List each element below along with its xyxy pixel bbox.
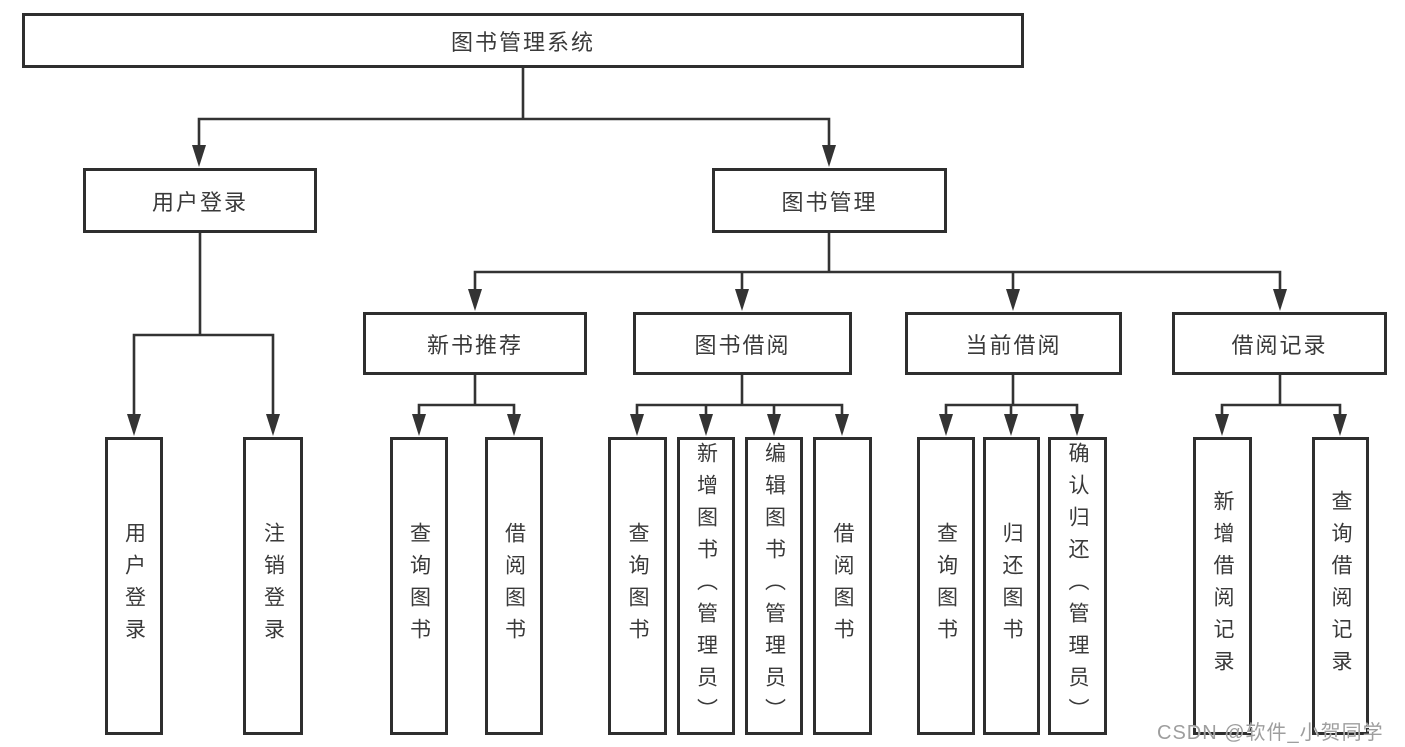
connector-book-mgmt (468, 233, 1287, 311)
arrowhead (699, 414, 713, 436)
leaf-current-confirm-return: 确认归还（管理员） (1048, 437, 1107, 735)
connector-records (1215, 375, 1347, 436)
arrowhead (127, 414, 141, 436)
node-label: 图书管理 (781, 189, 878, 215)
leaf-borrow-edit-books: 编辑图书（管理员） (745, 437, 803, 735)
node-label: 新书推荐 (426, 332, 523, 358)
connector-borrow (630, 375, 849, 436)
connector-current (939, 375, 1084, 436)
arrowhead (630, 414, 644, 436)
node-label: 用户登录 (122, 522, 146, 650)
node-label: 借阅图书 (502, 522, 526, 650)
node-label: 查询图书 (626, 522, 649, 650)
node-book-borrow: 图书借阅 (633, 312, 852, 375)
arrowhead (767, 414, 781, 436)
leaf-recommend-query-books: 查询图书 (390, 437, 448, 735)
node-label: 编辑图书（管理员） (762, 442, 786, 730)
leaf-logout: 注销登录 (243, 437, 303, 735)
leaf-borrow-add-books: 新增图书（管理员） (677, 437, 735, 735)
leaf-records-query-record: 查询借阅记录 (1312, 437, 1369, 735)
node-label: 新增图书（管理员） (694, 442, 718, 730)
arrowhead (412, 414, 426, 436)
leaf-recommend-borrow-books: 借阅图书 (485, 437, 543, 735)
arrowhead (468, 289, 482, 311)
connector-user-login (127, 233, 280, 436)
arrowhead (1215, 414, 1229, 436)
leaf-borrow-borrow-books: 借阅图书 (813, 437, 872, 735)
arrowhead (835, 414, 849, 436)
node-label: 借阅图书 (831, 522, 854, 650)
node-borrow-records: 借阅记录 (1172, 312, 1387, 375)
node-label: 查询图书 (407, 522, 431, 650)
arrowhead (822, 145, 836, 167)
node-label: 查询图书 (934, 522, 958, 650)
leaf-records-add-record: 新增借阅记录 (1193, 437, 1252, 735)
node-label: 查询借阅记录 (1329, 490, 1352, 682)
arrowhead (507, 414, 521, 436)
arrowhead (735, 289, 749, 311)
node-label: 注销登录 (261, 522, 285, 650)
arrowhead (1273, 289, 1287, 311)
node-root: 图书管理系统 (22, 13, 1024, 68)
node-label: 确认归还（管理员） (1066, 442, 1089, 730)
arrowhead (939, 414, 953, 436)
node-label: 用户登录 (151, 189, 248, 215)
arrowhead (266, 414, 280, 436)
leaf-current-query-books: 查询图书 (917, 437, 975, 735)
node-label: 借阅记录 (1231, 332, 1328, 358)
arrowhead (1070, 414, 1084, 436)
leaf-borrow-query-books: 查询图书 (608, 437, 667, 735)
node-user-login: 用户登录 (83, 168, 317, 233)
arrowhead (1333, 414, 1347, 436)
arrowhead (1004, 414, 1018, 436)
node-label: 图书借阅 (694, 332, 791, 358)
node-book-mgmt: 图书管理 (712, 168, 947, 233)
node-label: 新增借阅记录 (1211, 490, 1234, 682)
arrowhead (1006, 289, 1020, 311)
connector-recommend (412, 375, 521, 436)
arrowhead (192, 145, 206, 167)
node-label: 归还图书 (1000, 522, 1023, 650)
connector-root (192, 68, 836, 167)
node-label: 当前借阅 (965, 332, 1062, 358)
node-current-borrow: 当前借阅 (905, 312, 1122, 375)
leaf-current-return-books: 归还图书 (983, 437, 1040, 735)
node-label: 图书管理系统 (450, 29, 595, 55)
leaf-user-login: 用户登录 (105, 437, 163, 735)
node-new-book-recommend: 新书推荐 (363, 312, 587, 375)
watermark: CSDN @软件_小贺同学 (1157, 722, 1384, 744)
